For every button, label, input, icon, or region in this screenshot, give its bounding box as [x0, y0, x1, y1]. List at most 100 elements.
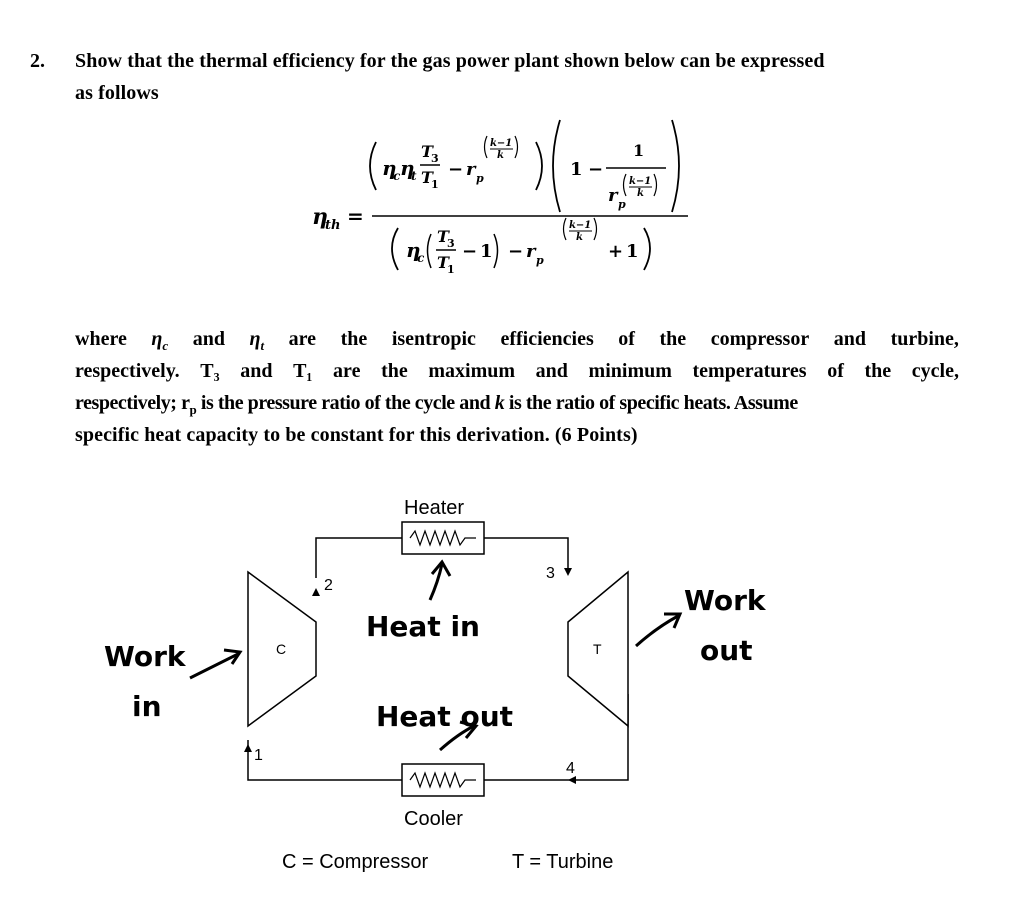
word: are	[333, 360, 361, 382]
den-exp-close-a	[653, 173, 658, 197]
den-r-sub: p	[536, 254, 544, 267]
eta-t-sub: t	[260, 338, 265, 353]
num-exp-bottom: k	[497, 150, 504, 161]
num-exp-open	[483, 135, 488, 159]
word: of	[618, 328, 635, 350]
num-eta-c: η	[382, 156, 397, 180]
heat-in-arrowhead-icon	[430, 559, 452, 577]
k-symbol: k	[494, 392, 505, 414]
explanation-line-2: respectively. T₃ and T₁ are the maximum …	[75, 360, 959, 383]
cycle-diagram: C T Heater Cooler 2 3 4 1 Heat in Heat o…	[104, 497, 767, 873]
num-paren-2-close	[671, 119, 680, 213]
num-t1: T	[421, 168, 434, 187]
cooler-coil-icon	[409, 771, 476, 789]
work-in-arrowhead-icon	[223, 648, 243, 665]
inner-exp-top: k−1	[629, 176, 651, 187]
inner-exp-bottom: k	[637, 188, 644, 199]
work-in-arrow-icon	[189, 652, 239, 680]
word: minimum	[588, 360, 672, 382]
legend-turbine: T = Turbine	[512, 851, 613, 873]
explanation-line-3: respectively; rp is the pressure ratio o…	[75, 392, 798, 418]
num-paren-1-close	[535, 141, 543, 191]
state-3-label: 3	[546, 565, 555, 582]
num-frac-one: 1	[633, 141, 644, 160]
word: efficiencies	[500, 328, 594, 350]
pipe-heater-to-3	[484, 537, 569, 568]
num-r-sub: p	[476, 172, 484, 185]
turbine-body	[567, 570, 629, 728]
work-out-label-2: out	[700, 634, 753, 667]
den-inner-open	[426, 233, 432, 269]
word: the	[381, 360, 408, 382]
eta-c: η	[151, 328, 163, 350]
den-exp-bottom: k	[576, 232, 583, 243]
word: the	[659, 328, 687, 350]
num-eta-t: η	[400, 156, 415, 180]
den-minus-1: −	[462, 241, 477, 262]
word: and	[192, 328, 225, 350]
num-one: 1	[570, 159, 583, 180]
word: and	[240, 360, 273, 382]
equals-sign: =	[347, 204, 364, 228]
eta-t-symbol: ηt	[250, 328, 265, 354]
t1-symbol: T₁	[293, 360, 313, 382]
word: and	[833, 328, 867, 350]
eta-t: η	[249, 328, 261, 350]
num-sub-t: t	[411, 169, 417, 183]
legend-compressor: C = Compressor	[282, 851, 428, 873]
den-exp-top: k−1	[569, 220, 591, 231]
word: where	[75, 328, 127, 350]
den-paren-open	[391, 227, 399, 271]
word: compressor	[710, 328, 810, 350]
num-t3: T	[421, 142, 434, 161]
inner-r: r	[608, 185, 619, 206]
word: respectively.	[75, 360, 180, 382]
num-minus-2: −	[588, 159, 603, 180]
den-t3-sub: 3	[447, 237, 455, 250]
state-2-label: 2	[324, 577, 333, 594]
turbine-letter: T	[593, 641, 602, 657]
den-one: 1	[480, 241, 493, 262]
state-1-arrow-icon	[244, 744, 252, 752]
num-t1-sub: 1	[431, 178, 439, 191]
pipe-cooler-to-1	[247, 740, 402, 781]
lhs-eta: η	[312, 204, 328, 230]
den-sub-c: c	[417, 251, 425, 265]
text-run: is the ratio of specific heats. Assume	[504, 392, 798, 414]
den-exp-open-a	[622, 173, 627, 197]
rp-sub: p	[189, 402, 197, 417]
den-r: r	[526, 241, 537, 262]
work-in-label-2: in	[132, 690, 162, 723]
work-out-arrowhead-icon	[664, 612, 683, 629]
eta-c-symbol: ηc	[151, 328, 168, 354]
lhs-sub: th	[325, 218, 340, 233]
den-one-2: 1	[626, 241, 639, 262]
compressor-body	[247, 570, 317, 728]
den-paren-close	[643, 227, 651, 271]
word: isentropic	[391, 328, 476, 350]
efficiency-formula: η th = η c η t T 3 T 1 − r p k−1 k 1 − 1…	[312, 119, 688, 276]
state-2-arrow-icon	[312, 588, 320, 596]
turbine: T	[567, 570, 629, 728]
num-r: r	[466, 159, 477, 180]
word: maximum	[428, 360, 516, 382]
cooler: Cooler	[401, 763, 485, 830]
num-t3-sub: 3	[431, 152, 439, 165]
den-eta-c: η	[406, 238, 421, 262]
den-inner-close	[493, 233, 499, 269]
heat-in-arrow-icon	[428, 563, 444, 601]
question-number: 2.	[30, 50, 45, 72]
heat-in-label: Heat in	[366, 610, 480, 643]
den-t1-sub: 1	[447, 263, 455, 276]
heater-label: Heater	[404, 497, 464, 519]
den-plus: +	[608, 241, 623, 262]
inner-r-sub: p	[618, 198, 626, 211]
heat-out-arrow-icon	[439, 724, 475, 752]
num-minus: −	[448, 159, 463, 180]
explanation-line-1: where ηc and ηt are the isentropic effic…	[75, 328, 959, 354]
pipe-2-to-heater	[315, 537, 402, 578]
eta-c-sub: c	[162, 338, 169, 353]
cooler-label: Cooler	[404, 808, 463, 830]
den-exp-open	[562, 217, 567, 241]
word: are	[288, 328, 317, 350]
